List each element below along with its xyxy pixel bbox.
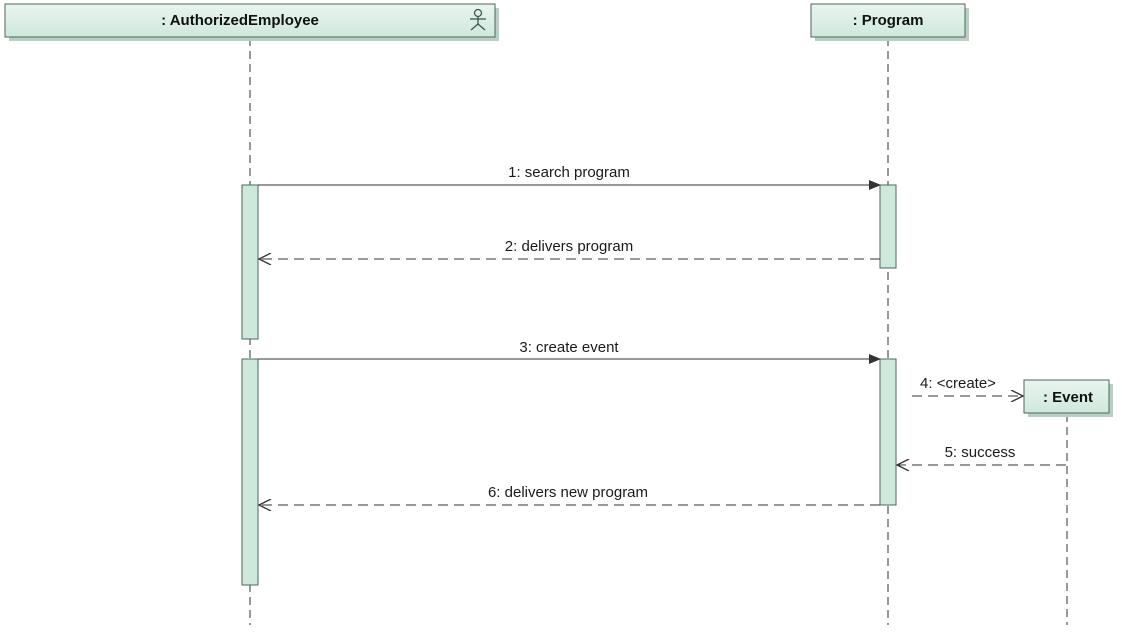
participant-program[interactable]: : Program [810,3,969,41]
message-6-label: 6: delivers new program [488,484,648,501]
message-1[interactable]: 1: search program [258,164,881,190]
message-2[interactable]: 2: delivers program [259,238,880,259]
message-5-label: 5: success [945,444,1016,461]
activation-program-2 [879,358,897,506]
actor-icon [470,8,486,31]
message-4[interactable]: 4: <create> [912,375,1023,396]
participant-event-label: : Event [1043,389,1093,406]
participant-employee-label: : AuthorizedEmployee [161,12,319,29]
activation-program-1 [879,184,897,269]
activation-employee-2 [241,358,259,586]
participant-employee[interactable]: : AuthorizedEmployee [4,3,499,41]
message-6[interactable]: 6: delivers new program [259,484,880,505]
participant-program-label: : Program [853,12,924,29]
activation-employee-1 [241,184,259,340]
message-3-label: 3: create event [519,339,619,356]
message-4-label: 4: <create> [920,375,996,392]
participant-event[interactable]: : Event [1023,379,1113,417]
message-2-label: 2: delivers program [505,238,633,255]
message-5[interactable]: 5: success [897,444,1066,465]
message-1-label: 1: search program [508,164,630,181]
message-3[interactable]: 3: create event [258,339,881,364]
